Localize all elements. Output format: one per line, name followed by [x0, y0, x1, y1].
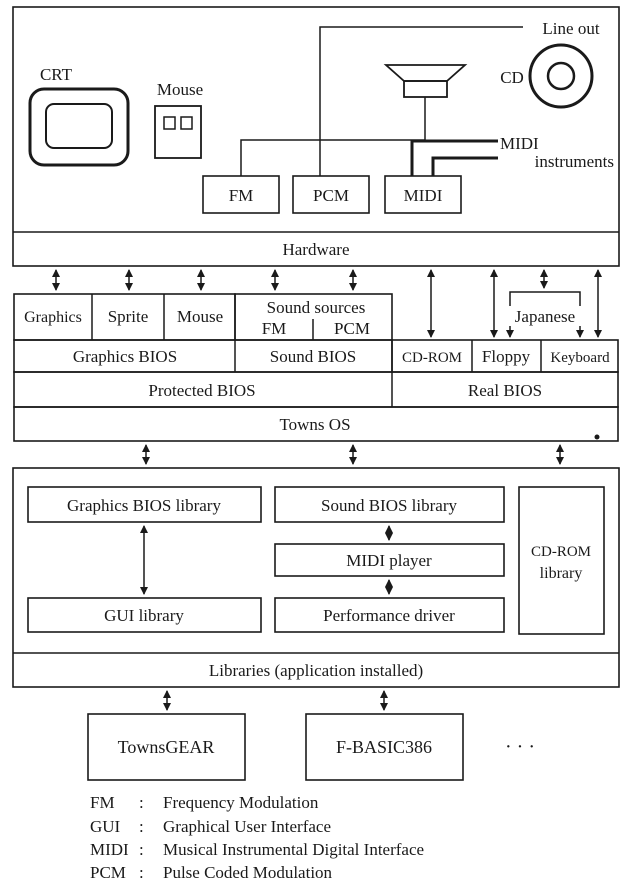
hardware-section: Hardware CRT Mouse Line out CD [12, 6, 620, 267]
sound-fm-label: FM [262, 319, 287, 338]
cd-rom-library-label-2: library [540, 565, 583, 582]
keyboard-label: Keyboard [550, 350, 610, 366]
towns-gear-box [87, 713, 246, 781]
cd-disc-icon [528, 43, 594, 109]
libraries-section: Libraries (application installed) Graphi… [12, 467, 620, 688]
graphics-bios-label: Graphics BIOS [73, 347, 177, 366]
fm-hardware-box [202, 175, 280, 214]
midi-player-box [274, 543, 505, 577]
crt-label: CRT [40, 65, 73, 84]
legend-colon: : [139, 840, 144, 859]
graphics-bios-library-box [27, 486, 262, 523]
legend-colon: : [139, 863, 144, 882]
protected-bios-label: Protected BIOS [148, 381, 255, 400]
cd-label: CD [500, 68, 524, 87]
libraries-label: Libraries (application installed) [209, 661, 423, 680]
legend-abbr-midi: MIDI [90, 840, 129, 859]
legend-text-gui: Graphical User Interface [163, 817, 331, 836]
graphics-label: Graphics [24, 309, 82, 326]
f-basic-box [305, 713, 464, 781]
sprite-label: Sprite [108, 307, 149, 326]
legend-text-fm: Frequency Modulation [163, 793, 319, 812]
fm-hardware-label: FM [229, 186, 254, 205]
bios-section: Graphics Sprite Mouse Sound sources FM P… [13, 291, 619, 442]
gui-library-box [27, 597, 262, 633]
legend-colon: : [139, 817, 144, 836]
cd-rom-library-box [518, 486, 605, 635]
midi-hardware-box [384, 175, 462, 214]
hardware-frame [12, 6, 620, 267]
pcm-hardware-box [292, 175, 370, 214]
library-app-arrows [163, 690, 388, 711]
crt-monitor-icon [28, 87, 130, 167]
towns-os-label: Towns OS [279, 415, 350, 434]
os-library-arrows [142, 444, 564, 465]
cd-rom-bios-label: CD-ROM [402, 350, 462, 366]
f-basic-label: F-BASIC386 [336, 737, 432, 757]
performance-driver-box [274, 597, 505, 633]
gui-library-label: GUI library [104, 606, 184, 625]
graphics-bios-library-label: Graphics BIOS library [67, 496, 221, 515]
legend-colon: : [139, 793, 144, 812]
more-applications-ellipsis: · · · [505, 736, 535, 758]
legend-text-pcm: Pulse Coded Modulation [163, 863, 333, 882]
sound-bios-label: Sound BIOS [270, 347, 356, 366]
mouse-bios-label: Mouse [177, 307, 223, 326]
mouse-icon [154, 105, 202, 159]
floppy-label: Floppy [482, 347, 531, 366]
towns-os-box [13, 406, 619, 442]
japanese-label: Japanese [515, 307, 575, 326]
legend-abbr-fm: FM [90, 793, 115, 812]
hardware-bios-arrows [52, 269, 602, 338]
sound-bios-library-box [274, 486, 505, 523]
sound-sources-label: Sound sources [267, 298, 366, 317]
pcm-hardware-label: PCM [313, 186, 349, 205]
towns-gear-label: TownsGEAR [118, 737, 215, 757]
speaker-icon [383, 64, 468, 98]
real-bios-label: Real BIOS [468, 381, 542, 400]
applications-section: TownsGEAR F-BASIC386 · · · [87, 713, 535, 781]
sound-pcm-label: PCM [334, 319, 370, 338]
libraries-frame [12, 467, 620, 688]
performance-driver-label: Performance driver [323, 606, 455, 625]
legend-abbr-gui: GUI [90, 817, 121, 836]
legend-text-midi: Musical Instrumental Digital Interface [163, 840, 424, 859]
legend-abbr-pcm: PCM [90, 863, 126, 882]
midi-instruments-label-2: instruments [535, 152, 614, 171]
midi-instruments-label-1: MIDI [500, 134, 539, 153]
cd-rom-library-label-1: CD-ROM [531, 544, 591, 560]
midi-hardware-label: MIDI [404, 186, 443, 205]
mouse-label: Mouse [157, 80, 203, 99]
hardware-label: Hardware [282, 240, 349, 259]
midi-player-label: MIDI player [346, 551, 432, 570]
sound-bios-library-label: Sound BIOS library [321, 496, 458, 515]
abbreviation-legend: FM : Frequency Modulation GUI : Graphica… [90, 793, 424, 882]
line-out-label: Line out [542, 19, 599, 38]
